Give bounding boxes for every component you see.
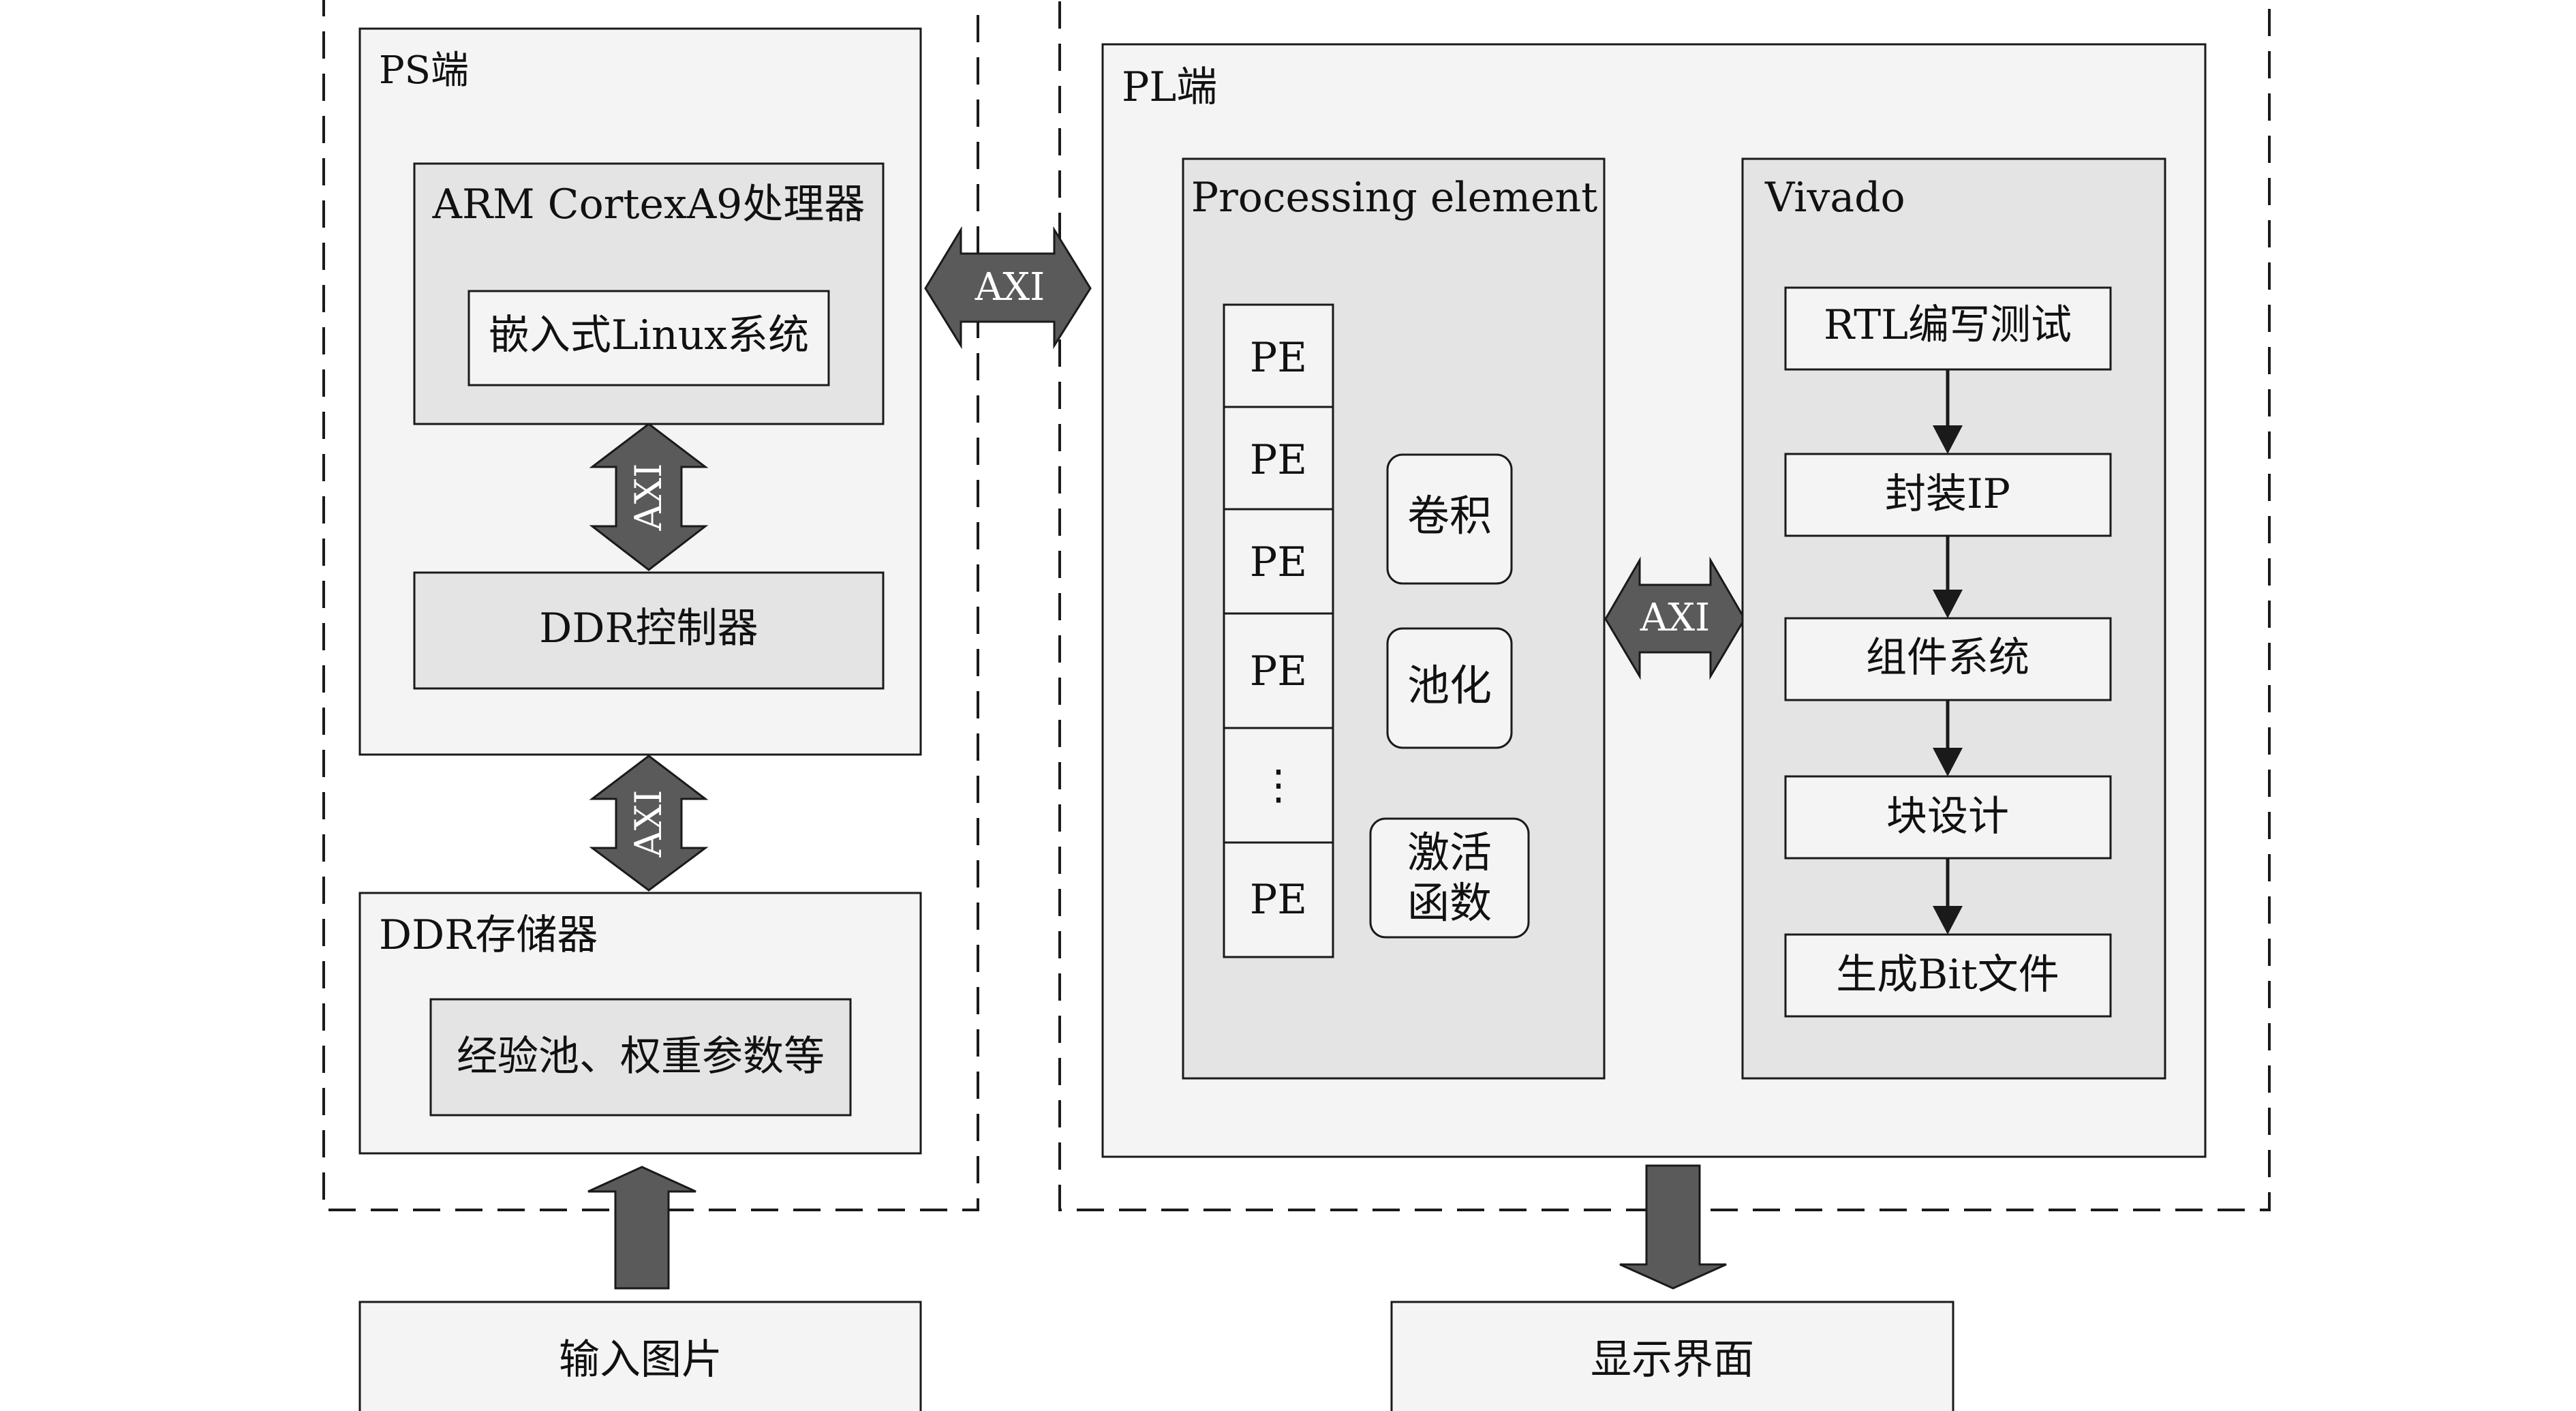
axi-arrow-ps-ddrstore (589, 755, 709, 892)
ddr-storage-content-label: 经验池、权重参数等 (457, 1033, 825, 1080)
vivado-step-package-ip-label: 封装IP (1885, 470, 2010, 518)
axi-arrow-ps-pl (924, 226, 1092, 350)
input-image-box (358, 1301, 922, 1411)
pe-cell-label: PE (1250, 648, 1307, 695)
op-convolution-label: 卷积 (1407, 491, 1492, 541)
axi-arrow-arm-ddrctrl (589, 423, 709, 571)
op-activation-box (1369, 817, 1530, 939)
pe-cell (1223, 406, 1334, 511)
vivado-title: Vivado (1764, 174, 1905, 222)
flow-arrow-head (1933, 425, 1963, 454)
linux-system-box (467, 290, 830, 386)
ddr-controller-label: DDR控制器 (539, 605, 758, 652)
display-interface-box (1390, 1301, 1954, 1411)
flow-arrow-head (1933, 906, 1963, 935)
pl-title: PL端 (1122, 63, 1217, 111)
pe-column: PE PE PE PE ⋮ PE (1223, 303, 1334, 958)
ddr-storage-content-box (429, 998, 852, 1117)
vivado-step-generate-bit-label: 生成Bit文件 (1836, 951, 2059, 999)
pe-cell-label: PE (1250, 876, 1307, 924)
display-interface-label: 显示界面 (1591, 1336, 1754, 1384)
op-activation-label-line2: 函数 (1407, 878, 1492, 928)
vivado-step-block-design (1784, 775, 2112, 860)
op-convolution-box (1386, 453, 1513, 585)
vivado-step-component-system (1784, 617, 2112, 701)
vivado-step-rtl-label: RTL编写测试 (1824, 301, 2072, 349)
pe-cell (1223, 841, 1334, 958)
vivado-step-generate-bit (1784, 933, 2112, 1018)
pe-cell (1223, 612, 1334, 729)
ps-title: PS端 (379, 48, 469, 93)
vivado-step-rtl (1784, 286, 2112, 371)
pe-ellipsis-label: ⋮ (1258, 761, 1299, 809)
processing-element-title: Processing element (1191, 174, 1598, 222)
pl-dashed-region (1058, 0, 2271, 1211)
arm-processor-label: ARM CortexA9处理器 (432, 181, 865, 228)
op-pooling-label: 池化 (1407, 661, 1492, 710)
pe-cell-label: PE (1250, 436, 1307, 484)
op-pooling-box (1386, 627, 1513, 749)
output-arrow (1619, 1164, 1727, 1290)
ddr-controller-box (413, 571, 885, 690)
vivado-step-block-design-label: 块设计 (1886, 793, 2009, 840)
flow-arrow-head (1933, 590, 1963, 618)
input-arrow (587, 1166, 696, 1290)
axi-label-ps-ddrstore: AXI (627, 790, 670, 858)
input-image-label: 输入图片 (559, 1336, 722, 1384)
axi-label-arm-ddrctrl: AXI (627, 464, 670, 532)
op-activation-label-line1: 激活 (1407, 828, 1492, 877)
flow-arrow-head (1933, 748, 1963, 776)
linux-system-label: 嵌入式Linux系统 (489, 312, 809, 359)
axi-label-pe-vivado: AXI (1640, 596, 1710, 640)
pe-cell-ellipsis (1223, 727, 1334, 844)
pe-cell-label: PE (1250, 538, 1307, 586)
ddr-storage-title: DDR存储器 (379, 911, 598, 959)
pe-cell (1223, 508, 1334, 615)
axi-label-ps-pl: AXI (975, 265, 1045, 309)
vivado-step-component-system-label: 组件系统 (1866, 634, 2029, 682)
pe-cell-label: PE (1250, 334, 1307, 382)
